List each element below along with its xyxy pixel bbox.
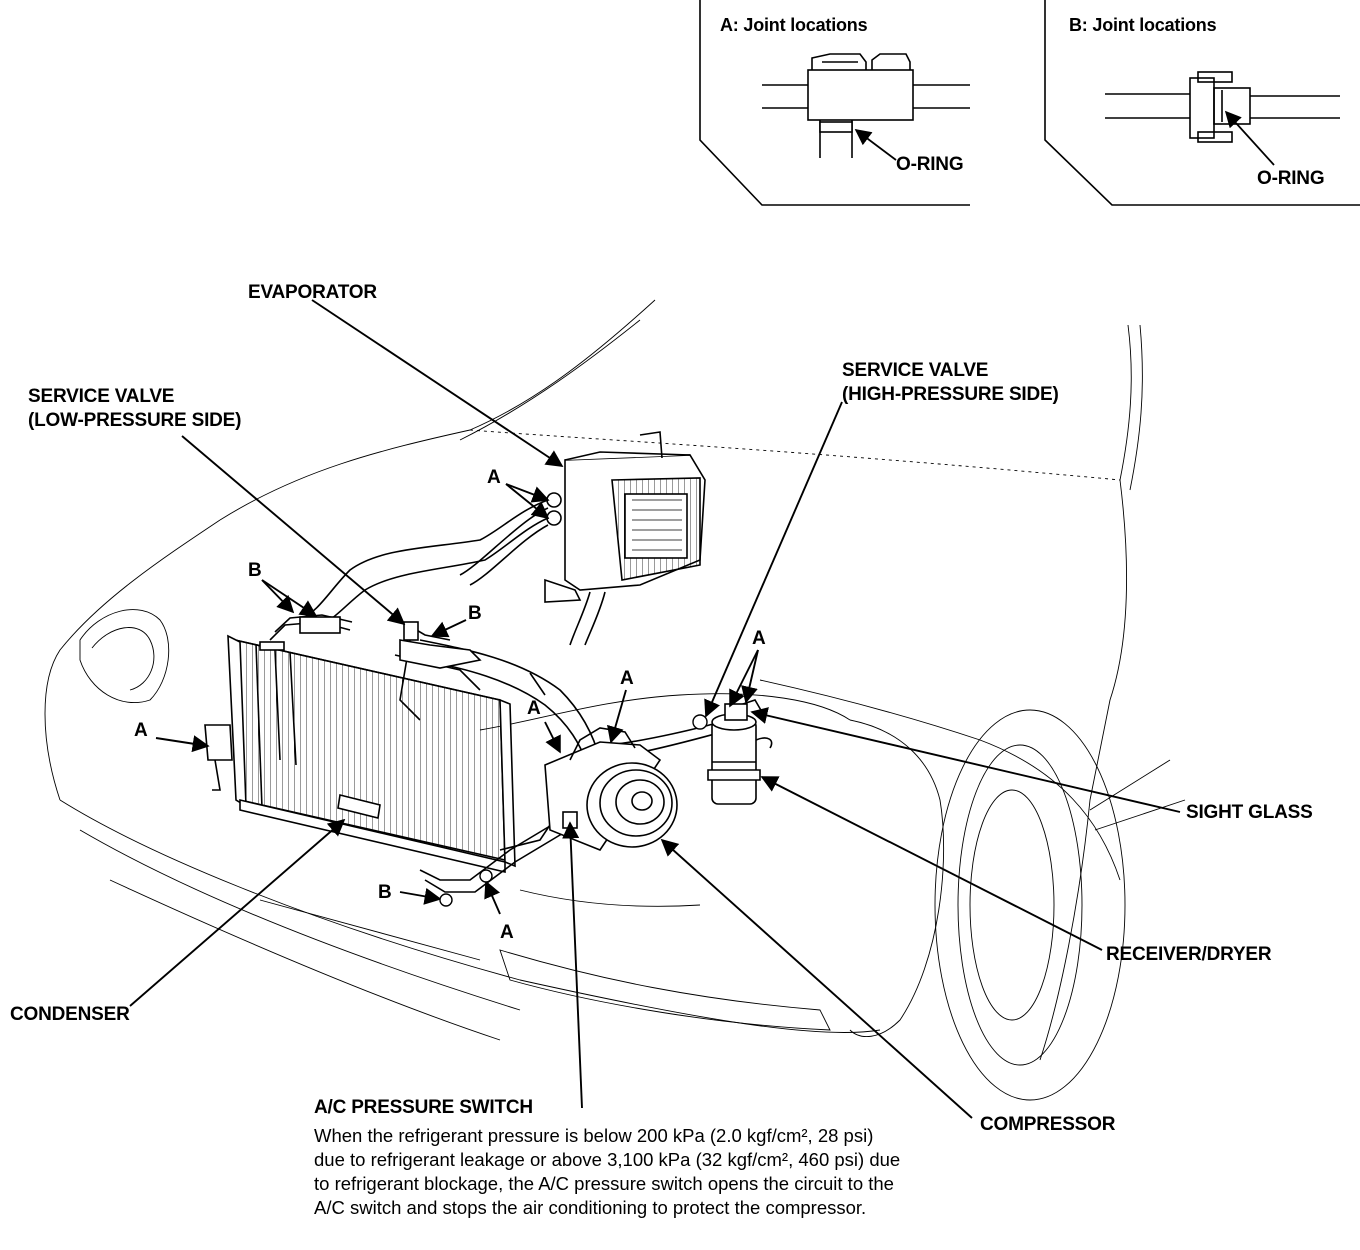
inset-b-title: B: Joint locations [1069,15,1217,35]
inset-b-oring-leader [1224,110,1275,166]
receiver-dryer-label: RECEIVER/DRYER [1106,944,1272,965]
joint-a-receiver-dryer: A [752,628,766,649]
car-body-outline [44,299,1186,1101]
evaporator-label: EVAPORATOR [248,282,377,303]
joint-b-service-valve: B [468,603,482,624]
joint-b-condenser-outlet: B [378,882,392,903]
service-valve-high-label-1: SERVICE VALVE [842,360,989,381]
joint-a-condenser: A [134,720,148,741]
service-valve-low-label-1: SERVICE VALVE [28,386,175,407]
pressure-switch-description: When the refrigerant pressure is below 2… [314,1124,904,1220]
leader-lines [129,299,1181,1119]
leader-evaporator [311,299,564,467]
service-valve-high-label-2: (HIGH-PRESSURE SIDE) [842,384,1059,405]
leader-sight-glass [750,707,1181,813]
compressor-unit [544,727,678,851]
inset-a-oring-leader [854,129,897,161]
inset-a-frame [699,0,970,206]
inset-b-frame [1044,0,1360,206]
pressure-switch-label: A/C PRESSURE SWITCH [314,1097,533,1118]
service-valve-low-label-2: (LOW-PRESSURE SIDE) [28,410,242,431]
joint-a-lower-line: A [500,922,514,943]
leader-service-valve-low [181,435,406,626]
joint-a-evaporator: A [487,467,501,488]
evaporator-unit [544,431,706,646]
inset-a-oring-label: O-RING [896,154,964,175]
leader-pressure-switch [562,821,583,1109]
condenser-label: CONDENSER [10,1004,130,1025]
inset-b-oring-label: O-RING [1257,168,1325,189]
sight-glass-label: SIGHT GLASS [1186,802,1313,823]
joint-a-compressor-suction: A [527,698,541,719]
service-valve-low [399,621,482,669]
pressure-switch-description-text: When the refrigerant pressure is below 2… [314,1125,901,1218]
leader-service-valve-high [704,401,843,718]
leader-condenser [129,818,346,1007]
joint-fittings [439,714,708,907]
joint-b-evaporator-line: B [248,560,262,581]
receiver-dryer-unit [707,703,773,805]
compressor-label: COMPRESSOR [980,1114,1116,1135]
leader-compressor [660,838,973,1119]
joint-a-compressor-discharge: A [620,668,634,689]
leader-receiver-dryer [760,776,1103,951]
inset-b-joint [1105,71,1340,143]
condenser-unit [204,634,516,874]
inset-a-joint [762,53,970,158]
inset-a-title: A: Joint locations [720,15,868,35]
